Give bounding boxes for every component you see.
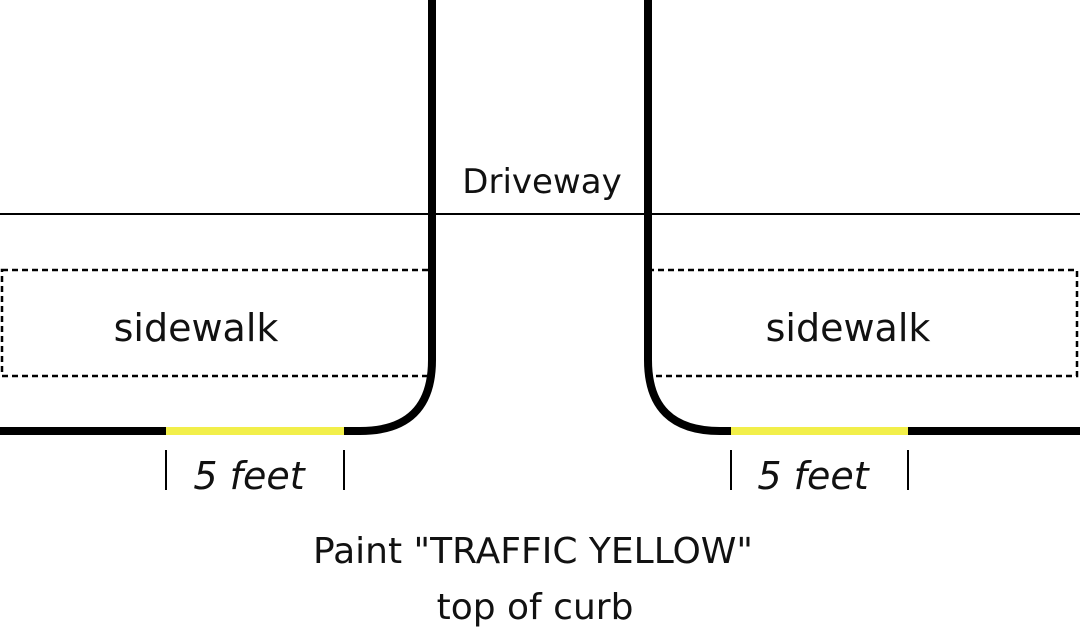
sidewalk-right-label: sidewalk [766, 306, 931, 350]
sidewalk-left-label: sidewalk [114, 306, 279, 350]
curb-right [644, 0, 1080, 435]
driveway-label: Driveway [462, 162, 621, 202]
curb-left [0, 0, 436, 435]
caption-line-1: Paint "TRAFFIC YELLOW" [313, 531, 753, 572]
caption-line-2: top of curb [437, 587, 634, 628]
dimension-left-label: 5 feet [193, 454, 306, 498]
dimension-right-label: 5 feet [757, 454, 870, 498]
sidewalk-right-outline [646, 268, 1079, 378]
